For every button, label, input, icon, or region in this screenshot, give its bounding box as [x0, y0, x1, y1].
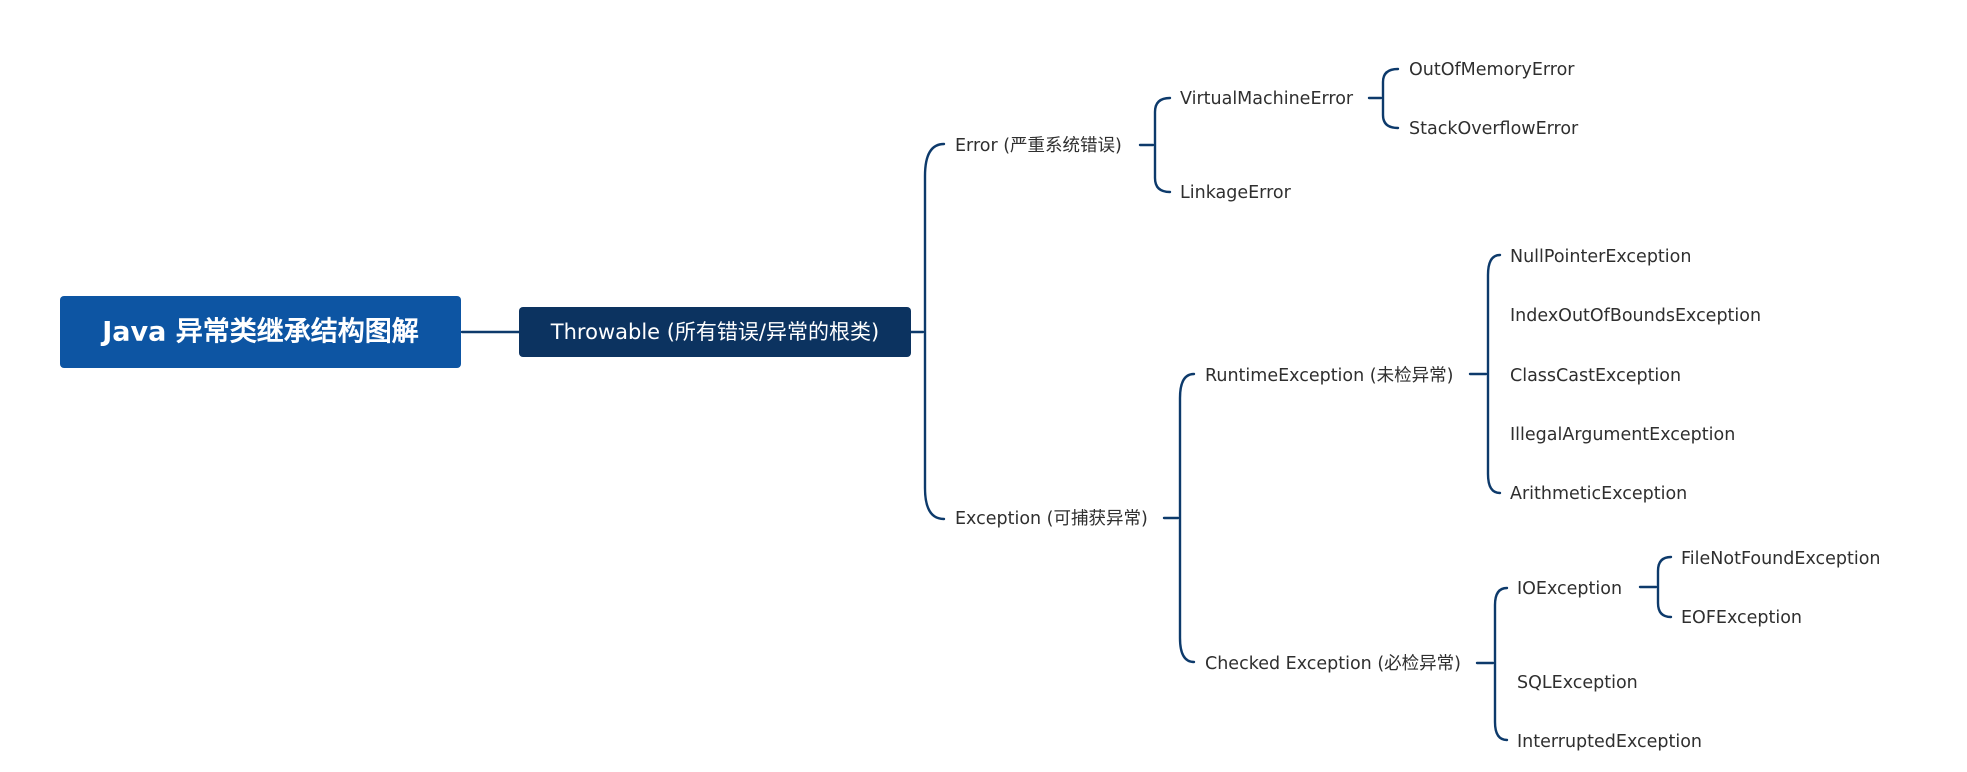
bracket-io — [1656, 555, 1673, 619]
node-sql-exception[interactable]: SQLException — [1517, 673, 1638, 693]
root-node[interactable]: Java 异常类继承结构图解 — [60, 296, 461, 368]
bracket-vme — [1381, 67, 1400, 130]
bracket-throwable — [923, 142, 946, 521]
connector-lines — [460, 67, 1673, 742]
node-arithmetic-exception[interactable]: ArithmeticException — [1510, 484, 1687, 504]
bracket-exception — [1178, 372, 1196, 664]
node-exception[interactable]: Exception (可捕获异常) — [955, 509, 1148, 529]
node-file-not-found-exception[interactable]: FileNotFoundException — [1681, 549, 1881, 569]
bracket-runtime — [1486, 253, 1502, 495]
node-stack-overflow-error[interactable]: StackOverflowError — [1409, 119, 1579, 139]
node-virtual-machine-error[interactable]: VirtualMachineError — [1180, 89, 1354, 109]
node-illegal-argument-exception[interactable]: IllegalArgumentException — [1510, 425, 1735, 445]
node-eof-exception[interactable]: EOFException — [1681, 608, 1802, 628]
node-runtime-exception[interactable]: RuntimeException (未检异常) — [1205, 366, 1453, 386]
node-null-pointer-exception[interactable]: NullPointerException — [1510, 247, 1691, 267]
throwable-node-label: Throwable (所有错误/异常的根类) — [550, 320, 879, 344]
node-linkage-error[interactable]: LinkageError — [1180, 183, 1292, 203]
node-class-cast-exception[interactable]: ClassCastException — [1510, 366, 1681, 386]
node-interrupted-exception[interactable]: InterruptedException — [1517, 732, 1702, 752]
node-checked-exception[interactable]: Checked Exception (必检异常) — [1205, 654, 1461, 674]
bracket-error — [1153, 96, 1172, 194]
bracket-checked — [1493, 586, 1509, 742]
node-out-of-memory-error[interactable]: OutOfMemoryError — [1409, 60, 1575, 80]
node-error[interactable]: Error (严重系统错误) — [955, 136, 1122, 156]
node-index-out-of-bounds-exception[interactable]: IndexOutOfBoundsException — [1510, 306, 1761, 326]
throwable-node[interactable]: Throwable (所有错误/异常的根类) — [519, 307, 911, 357]
root-node-label: Java 异常类继承结构图解 — [100, 316, 419, 348]
node-io-exception[interactable]: IOException — [1517, 579, 1622, 599]
